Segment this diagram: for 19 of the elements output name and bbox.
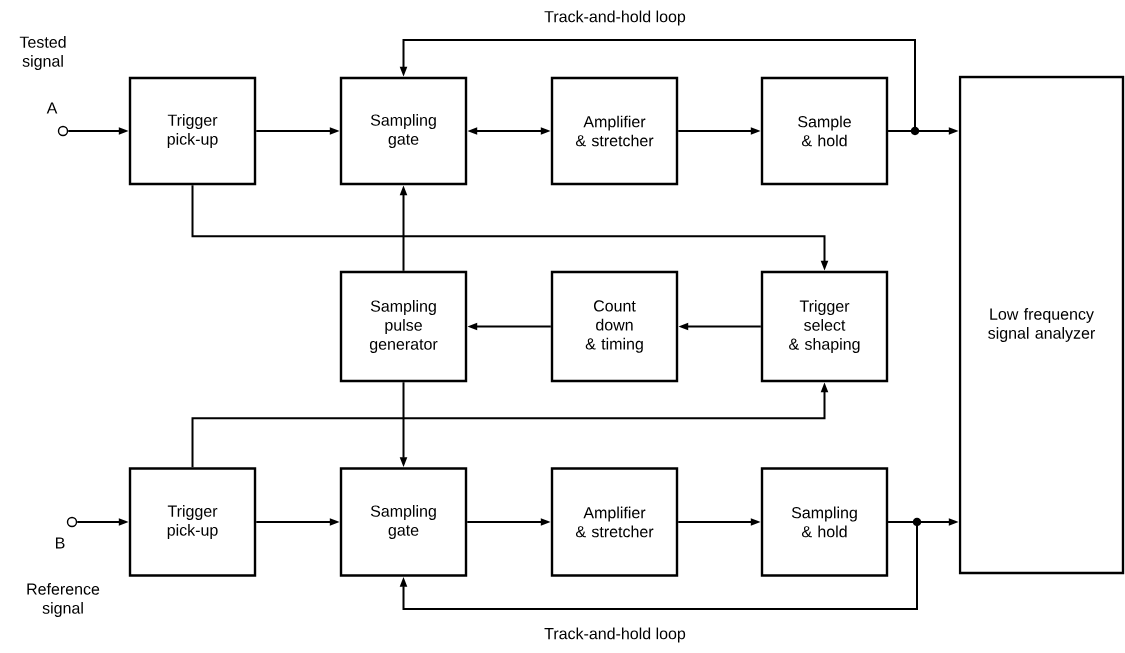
block-box: Sampling gate (339, 76, 468, 186)
block-box: Sampling pulse generator (339, 270, 468, 383)
signal-label: B (56, 537, 65, 549)
signal-label: A (46, 102, 58, 114)
block-box: Sampling & hold (760, 467, 889, 577)
block-box: Sampling gate (339, 467, 468, 577)
block-box: Amplifier & stretcher (550, 76, 679, 186)
edge-label: Track-and-hold loop (542, 8, 688, 28)
block-box: Amplifier & stretcher (550, 467, 679, 577)
arrow (399, 521, 918, 610)
block-box: Trigger select & shaping (760, 270, 889, 383)
edge-label: Track-and-hold loop (542, 625, 688, 645)
signal-label: Tested signal (19, 36, 66, 70)
block-box: Trigger pick-up (128, 467, 257, 577)
block-box: Trigger pick-up (128, 76, 257, 186)
block-box: Count down & timing (550, 270, 679, 383)
signal-label: Reference signal (27, 583, 100, 617)
block-box: Sample & hold (760, 76, 889, 186)
analyzer-box: Low frequency signal analyzer (958, 75, 1125, 575)
